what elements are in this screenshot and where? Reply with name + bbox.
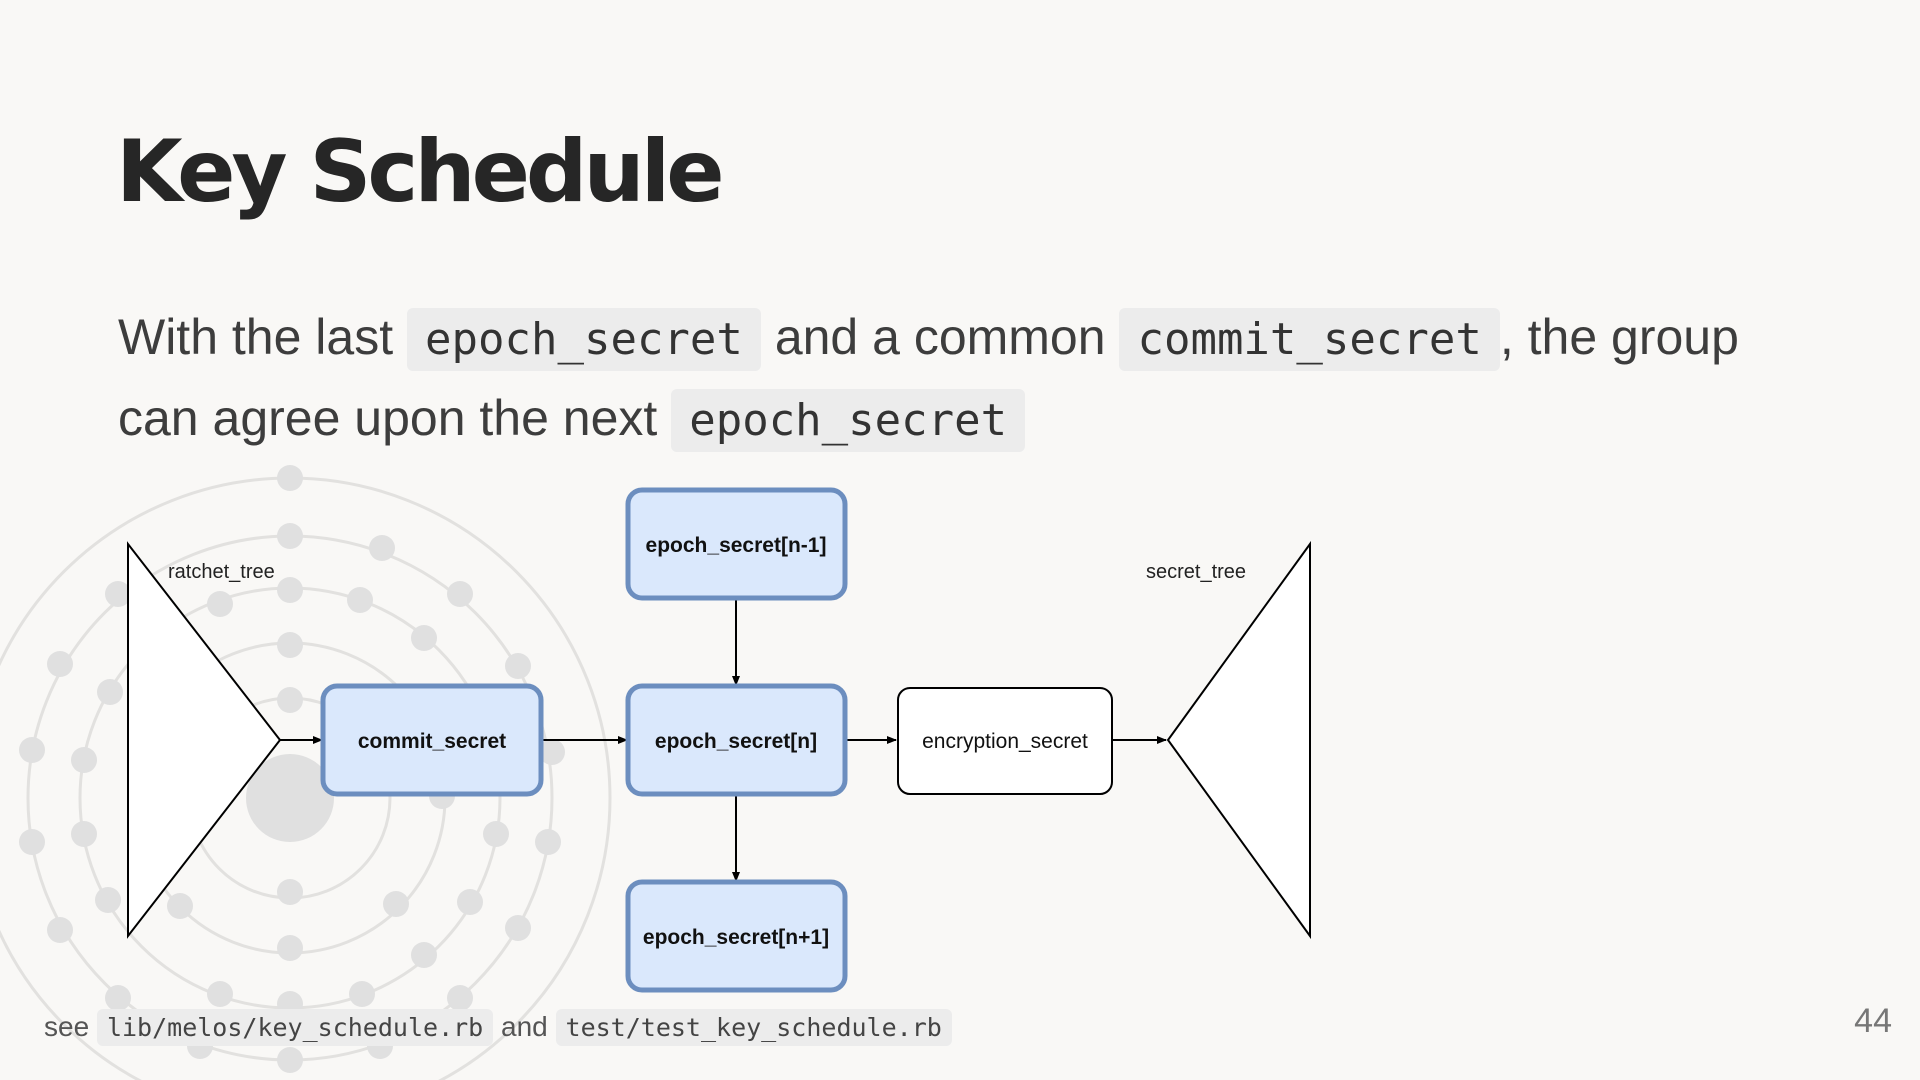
ratchet-tree-label: ratchet_tree: [168, 561, 275, 583]
page-number: 44: [1854, 1002, 1892, 1040]
node-epoch-secret-prev: epoch_secret[n-1]: [625, 487, 848, 601]
secret-tree-shape: [1166, 540, 1311, 940]
node-encryption-secret-label: encryption_secret: [922, 730, 1088, 753]
node-encryption-secret: encryption_secret: [897, 687, 1113, 795]
slide-title: Key Schedule: [116, 122, 725, 222]
code-commit-secret: commit_secret: [1119, 308, 1500, 371]
code-next-epoch-secret: epoch_secret: [671, 389, 1026, 452]
intro-text-1: With the last: [118, 309, 394, 365]
footnote-prefix: see: [44, 1011, 90, 1042]
node-epoch-secret-prev-label: epoch_secret[n-1]: [646, 534, 827, 557]
footnote-file-key-schedule: lib/melos/key_schedule.rb: [96, 1009, 494, 1046]
node-epoch-secret-current-label: epoch_secret[n]: [655, 730, 817, 753]
ratchet-tree-shape: [127, 541, 282, 939]
secret-tree-label: secret_tree: [1146, 561, 1246, 583]
intro-text-3: , the group can agree upon the next: [118, 309, 1739, 446]
node-epoch-secret-current: epoch_secret[n]: [625, 683, 848, 797]
footnote-file-test: test/test_key_schedule.rb: [555, 1009, 952, 1046]
node-commit-secret-label: commit_secret: [358, 730, 506, 753]
node-epoch-secret-next: epoch_secret[n+1]: [625, 879, 848, 993]
code-epoch-secret: epoch_secret: [407, 308, 761, 371]
footnote-connector: and: [501, 1011, 548, 1042]
node-commit-secret: commit_secret: [320, 683, 544, 797]
intro-paragraph: With the last epoch_secret and a common …: [118, 298, 1818, 460]
intro-text-2: and a common: [774, 309, 1106, 365]
node-epoch-secret-next-label: epoch_secret[n+1]: [643, 926, 829, 949]
footnote: see lib/melos/key_schedule.rb and test/t…: [44, 1006, 952, 1049]
